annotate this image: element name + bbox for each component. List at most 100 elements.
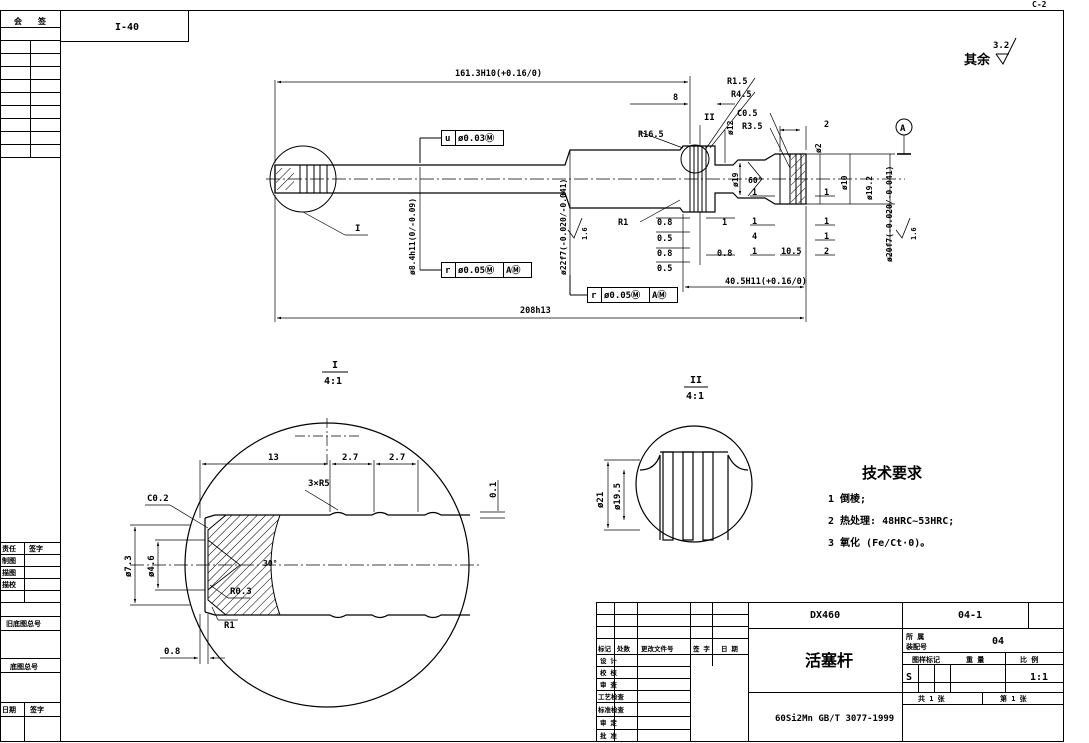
- tb-code: DX460: [810, 610, 840, 621]
- tb-rev-h3: 更改文件号: [641, 644, 674, 653]
- tol-u-symbol: u: [445, 134, 450, 144]
- tolerance-frame-r2: [569, 275, 678, 303]
- drawing-frame: [0, 10, 1064, 742]
- detail-I-r0-3: R0.3: [230, 587, 252, 597]
- drawing-code-box: [60, 10, 189, 42]
- side-header-2: 签: [37, 16, 47, 26]
- dim-view-I-ref: I: [355, 224, 360, 234]
- tb-belongs-label: 所 属: [906, 632, 924, 641]
- side-label-trace: 描图: [2, 568, 16, 577]
- drawing-code: I-40: [115, 22, 139, 33]
- tb-material: 60Si2Mn GB/T 3077-1999: [775, 713, 894, 724]
- tb-role-design: 设 计: [600, 656, 617, 665]
- tol-r1-symbol: r: [445, 266, 451, 276]
- dim-4: 4: [752, 232, 757, 242]
- tol-r1-ref: AⓂ: [506, 264, 520, 276]
- dim-d19-2: ø19.2: [865, 176, 874, 200]
- side-label-old-base-no: 旧底图总号: [6, 619, 41, 628]
- part-roughness-marks: [567, 217, 911, 239]
- tb-number: 04-1: [958, 610, 982, 621]
- tb-rev-h4: 签 字: [692, 644, 710, 653]
- detail-II-view: [604, 425, 753, 543]
- tb-rev-h2: 处数: [616, 644, 631, 653]
- dim-0-5a: 0.5: [657, 234, 672, 244]
- side-label-check: 描校: [2, 580, 17, 589]
- detail-II-d19-5: ø19.5: [613, 483, 623, 510]
- dim-0-8a: 0.8: [657, 218, 672, 228]
- detail-I-scale: 4:1: [324, 376, 342, 387]
- tb-role-check: 校 核: [600, 668, 617, 677]
- roughness-prefix: 其余: [964, 52, 991, 68]
- detail-I-dim-0-1: 0.1: [489, 482, 499, 498]
- tech-item-3: 3 氧化 (Fe/Ct·0)。: [828, 536, 930, 549]
- dim-d10: ø10: [840, 175, 849, 190]
- tb-total-sheets: 共 1 张: [918, 694, 946, 703]
- dim-2b: 2: [824, 247, 829, 257]
- main-dimension-lines: [274, 76, 911, 322]
- side-label-sign-2: 签字: [29, 705, 44, 714]
- dim-10-5: 10.5: [781, 247, 801, 257]
- detail-I-dim-2-7b: 2.7: [389, 453, 405, 463]
- dim-2: 2: [824, 120, 829, 130]
- tech-item-2: 2 热处理: 48HRC~53HRC;: [828, 514, 954, 527]
- tb-rev-h5: 日 期: [721, 644, 738, 653]
- title-block-grid: [596, 602, 1064, 742]
- dim-r1-5: R1.5: [727, 77, 747, 87]
- dim-d19: ø19: [731, 172, 740, 187]
- tolerance-frame-u: [419, 130, 504, 163]
- piston-rod-main-view: [266, 144, 905, 213]
- dim-r1: R1: [618, 218, 628, 228]
- dim-view-II-ref: II: [704, 113, 715, 123]
- tb-role-approve-1: 审 定: [600, 718, 617, 727]
- dim-1e: 1: [824, 188, 829, 198]
- tol-r2-symbol: r: [591, 291, 597, 301]
- detail-I-d7-3: ø7.3: [124, 555, 134, 577]
- dim-1b: 1: [752, 188, 757, 198]
- dim-40: 40.5H11(+0.16/0): [725, 277, 807, 287]
- dim-0-5b: 0.5: [657, 264, 672, 274]
- detail-I-c0-2: C0.2: [147, 494, 169, 504]
- dim-c0-5: C0.5: [737, 109, 757, 119]
- tol-u-value: ø0.03Ⓜ: [458, 132, 494, 144]
- dim-r16-5: R16.5: [638, 130, 664, 140]
- dim-208: 208h13: [520, 306, 551, 316]
- roughness-value: 3.2: [993, 41, 1009, 51]
- datum-letter: A: [900, 124, 906, 134]
- dim-r4-5: R4.5: [731, 90, 751, 100]
- tb-role-process: 工艺检查: [598, 692, 625, 701]
- tb-role-review: 审 查: [600, 680, 617, 689]
- dim-1a: 1: [722, 218, 727, 228]
- tb-belongs-label-2: 装配号: [905, 642, 927, 651]
- dim-1d: 1: [752, 247, 757, 257]
- tb-sheet-no: 第 1 张: [1000, 694, 1028, 703]
- tol-r2-ref: AⓂ: [652, 289, 666, 301]
- tb-part-name: 活塞杆: [805, 651, 853, 670]
- dim-60deg: 60°: [748, 176, 762, 185]
- dim-1f: 1: [824, 217, 829, 227]
- rough-1-6b: 1.6: [910, 227, 918, 240]
- detail-I-30deg: 30°: [263, 559, 277, 568]
- dim-161: 161.3H10(+0.16/0): [455, 69, 542, 79]
- tb-rev-h1: 标记: [597, 644, 612, 653]
- dim-0-8b: 0.8: [657, 249, 672, 259]
- datum-circle: [895, 118, 913, 136]
- dim-d2: ø2: [814, 143, 823, 153]
- dim-1g: 1: [824, 232, 829, 242]
- detail-I-r1: R1: [224, 621, 235, 631]
- detail-II-d21: ø21: [596, 492, 606, 508]
- dim-d20: ø20f7(-0.020/-0.041): [885, 166, 894, 262]
- detail-I-dim-13: 13: [268, 453, 279, 463]
- tolerance-frame-r1: [420, 262, 532, 278]
- dim-d12: ø12: [726, 120, 735, 135]
- side-label-draw: 制图: [2, 556, 16, 565]
- tol-r1-value: ø0.05Ⓜ: [458, 264, 494, 276]
- detail-I-0-8: 0.8: [164, 647, 180, 657]
- tb-role-approve-2: 批 准: [600, 731, 617, 740]
- dim-8: 8: [673, 93, 678, 103]
- tech-item-1: 1 倒棱;: [828, 492, 866, 505]
- roughness-symbol: [995, 37, 1017, 65]
- tech-title: 技术要求: [862, 464, 923, 482]
- corner-code: C-2: [1032, 0, 1047, 9]
- dim-1c: 1: [752, 217, 757, 227]
